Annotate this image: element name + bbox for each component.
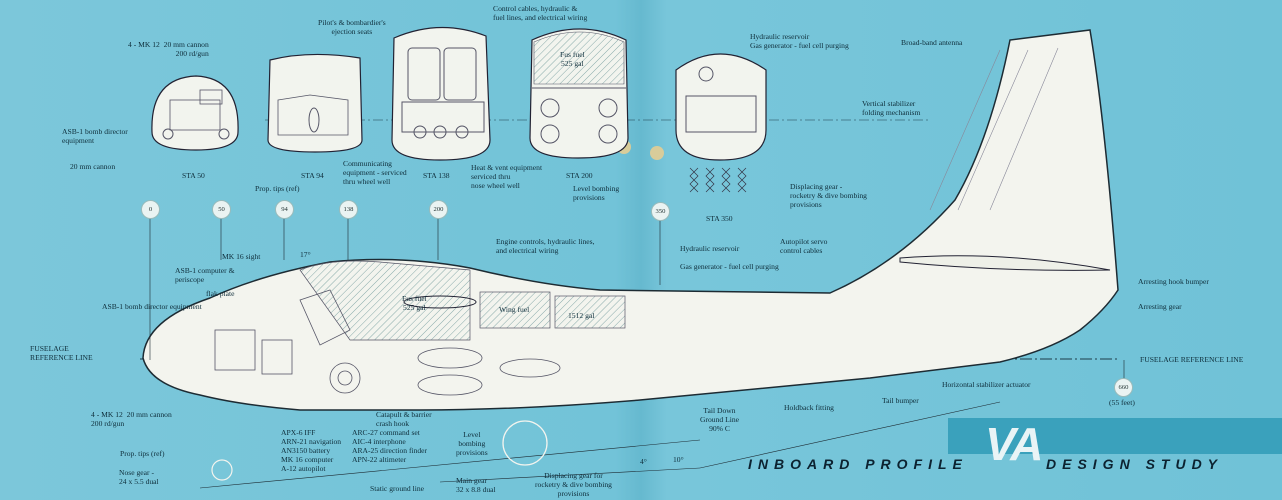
label-frl-right: FUSELAGE REFERENCE LINE [1140, 355, 1244, 364]
binder-hole [650, 146, 664, 160]
label-hydraulic-reservoir-top: Hydraulic reservoir Gas generator - fuel… [750, 32, 849, 50]
label-vertical-stabilizer: Vertical stabilizer folding mechanism [862, 99, 921, 117]
label-hydraulic-reservoir-side: Hydraulic reservoir [680, 244, 740, 253]
label-wing-fuel: Wing fuel [499, 305, 530, 314]
label-heat-vent: Heat & vent equipment serviced thru nose… [471, 163, 543, 190]
label-catapult: Catapult & barrier crash hook [376, 410, 432, 428]
label-holdback-fitting: Holdback fitting [784, 403, 834, 412]
label-asb-computer: ASB-1 computer & periscope [175, 266, 235, 284]
label-mk16-sight: MK 16 sight [222, 252, 261, 261]
station-label: STA 350 [706, 214, 733, 223]
label-control-cables: Control cables, hydraulic & fuel lines, … [493, 4, 588, 22]
section-sta-50 [151, 75, 239, 151]
label-communicating-equipment: Communicating equipment - serviced thru … [343, 159, 407, 186]
label-cannon-top: 4 - MK 12 20 mm cannon 200 rd/gun [128, 40, 209, 58]
label-angle-17: 17° [300, 250, 311, 259]
label-displacing-gear-side: Displacing gear for rocketry & dive bomb… [535, 471, 612, 498]
label-flak-plate: flak plate [206, 289, 235, 298]
label-asb-side: ASB-1 bomb director equipment [102, 302, 202, 311]
label-level-bombing-top: Level bombing provisions [573, 184, 620, 202]
label-static-ground: Static ground line [370, 484, 424, 493]
label-length: (55 feet) [1109, 398, 1135, 407]
label-autopilot-cables: Autopilot servo control cables [780, 237, 828, 255]
station-label: STA 200 [566, 171, 593, 180]
label-avionics-a: APX-6 IFF ARN-21 navigation AN3150 batte… [281, 428, 342, 473]
label-tail-down-ground-line: Tail Down Ground Line 90% C [700, 406, 740, 433]
label-horizontal-stabilizer: Horizontal stabilizer actuator [942, 380, 1031, 389]
title-design-study: DESIGN STUDY [1046, 456, 1224, 472]
label-gas-generator: Gas generator - fuel cell purging [680, 262, 779, 271]
station-bubble: 200 [429, 200, 448, 219]
station-label: STA 50 [182, 171, 205, 180]
label-level-bombing-side: Level bombing provisions [456, 430, 488, 457]
va-logo: VA [985, 418, 1043, 470]
label-main-gear: Main gear 32 x 8.8 dual [456, 476, 496, 494]
label-fus-fuel-section: Fus fuel 525 gal [560, 50, 585, 68]
main-wheel [502, 420, 548, 466]
station-bubble: 94 [275, 200, 294, 219]
fuselage-profile [142, 29, 1119, 411]
station-bubble: 660 [1114, 378, 1133, 397]
label-frl-left: FUSELAGE REFERENCE LINE [30, 344, 93, 362]
label-broad-band-antenna: Broad-band antenna [901, 38, 963, 47]
title-inboard-profile: INBOARD PROFILE [748, 456, 968, 472]
station-bubble: 138 [339, 200, 358, 219]
label-engine-controls: Engine controls, hydraulic lines, and el… [496, 237, 595, 255]
label-fus-fuel-side: Fus fuel 525 gal [402, 294, 427, 312]
station-bubble: 350 [651, 202, 670, 221]
section-sta-350 [675, 53, 767, 193]
section-sta-200 [529, 28, 629, 159]
station-label: STA 94 [301, 171, 324, 180]
label-prop-tips-top: Prop. tips (ref) [255, 184, 300, 193]
label-angle-10: 10° [673, 455, 684, 464]
label-asb-top: ASB-1 bomb director equipment [62, 127, 128, 145]
label-nose-gear: Nose gear - 24 x 5.5 dual [119, 468, 159, 486]
label-cannon-bottom: 4 - MK 12 20 mm cannon 200 rd/gun [91, 410, 172, 428]
station-bubble: 50 [212, 200, 231, 219]
label-displacing-gear-top: Displacing gear - rocketry & dive bombin… [790, 182, 867, 209]
label-arresting-gear: Arresting gear [1138, 302, 1182, 311]
nose-wheel [211, 459, 233, 481]
label-arresting-hook-bumper: Arresting hook bumper [1138, 277, 1209, 286]
section-sta-94 [267, 53, 363, 153]
station-label: STA 138 [423, 171, 450, 180]
label-ejection-seats: Pilot's & bombardier's ejection seats [318, 18, 386, 36]
label-wing-gal: 1512 gal [568, 311, 595, 320]
label-avionics-b: ARC-27 command set AIC-4 interphone ARA-… [352, 428, 428, 464]
label-tail-bumper: Tail bumper [882, 396, 919, 405]
label-angle-4: 4° [640, 457, 647, 466]
title-banner [948, 418, 1282, 454]
label-20mm-cannon: 20 mm cannon [70, 162, 116, 171]
section-sta-138 [391, 26, 491, 161]
label-prop-tips-bottom: Prop. tips (ref) [120, 449, 165, 458]
station-bubble: 0 [141, 200, 160, 219]
